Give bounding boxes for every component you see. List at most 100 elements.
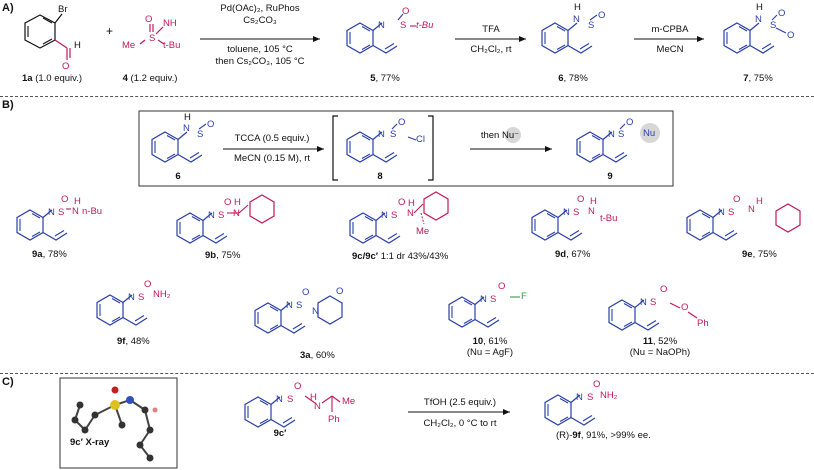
atom-o-8: O (398, 117, 406, 128)
conditions-2-line-1: TFA (482, 24, 500, 35)
conditions-c-line-2: CH₂Cl₂, 0 °C to rt (423, 418, 497, 429)
section-label-a: A) (2, 2, 14, 14)
atom-o-9a: O (61, 194, 69, 205)
compound-7-structure (723, 14, 787, 54)
atom-o-6b: O (207, 119, 215, 130)
compound-4-label: 4 (1.2 equiv.) (122, 73, 178, 84)
separator-bc (0, 373, 814, 374)
compound-9-label: 9 (607, 171, 613, 182)
compound-9-structure (576, 123, 660, 163)
atom-tbu-4: t-Bu (163, 40, 181, 51)
compound-9cp-label: 9c′ (273, 428, 287, 439)
atom-n-9c: N (381, 210, 388, 221)
atom-n-9f: N (128, 292, 135, 303)
atom-n2-9d: N (588, 206, 595, 217)
compound-6-structure (541, 14, 598, 54)
product-9a-structure (16, 208, 71, 241)
atom-o2-11: O (681, 302, 689, 313)
atom-h-9e: H (756, 196, 763, 207)
atom-o-4: O (145, 14, 153, 25)
atom-n-9d: N (563, 207, 570, 218)
atom-o-9b: O (224, 197, 232, 208)
atom-n-8: N (378, 129, 385, 140)
atom-h-6b: H (184, 112, 191, 123)
conditions-1-line-1: Pd(OAc)₂, RuPhos (220, 3, 300, 14)
atom-o-11: O (660, 284, 668, 295)
compound-9c-prime-structure (244, 395, 341, 428)
atom-nh-4: NH (163, 18, 177, 29)
atom-s-9c: S (391, 210, 398, 221)
atom-h: H (74, 40, 81, 51)
atom-n-6b: N (183, 123, 190, 134)
atom-h-9cp: H (310, 392, 317, 403)
conditions-1-line-2: Cs₂CO₃ (243, 15, 277, 26)
product-9f-label: 9f, 48% (117, 336, 150, 347)
atom-o-7a: O (778, 8, 786, 19)
product-11-structure (608, 299, 698, 331)
conditions-3-line-2: MeCN (656, 44, 684, 55)
then-nu-label: then Nu⁻ (480, 130, 520, 141)
substituent-nh2-9f-prod: NH₂ (600, 390, 618, 401)
atom-n2-9c: N (407, 208, 414, 219)
atom-h-9c: H (408, 198, 415, 209)
atom-o-9e: O (733, 194, 741, 205)
atom-n-10: N (480, 294, 487, 305)
atom-s-10: S (490, 294, 497, 305)
atom-f-10: F (521, 291, 527, 302)
nu-bubble-arrow (505, 127, 521, 143)
atom-h-9d: H (590, 196, 597, 207)
xray-caption: 9c′ X-ray (70, 437, 110, 448)
conditions-1-line-3: toluene, 105 °C (227, 44, 293, 55)
atom-n-7: N (755, 14, 762, 25)
atom-s-6b: S (197, 129, 204, 140)
product-9b-structure (176, 194, 275, 244)
atom-n-3a: N (286, 300, 293, 311)
atom-n2-9e: N (748, 204, 755, 215)
atom-o-9f: O (144, 279, 152, 290)
product-9d-label: 9d, 67% (555, 249, 591, 260)
product-10-note: (Nu = AgF) (466, 347, 514, 358)
atom-o-3a: O (302, 287, 310, 298)
atom-o-5: O (402, 6, 410, 17)
atom-o-9: O (626, 117, 634, 128)
atom-s-11: S (650, 297, 657, 308)
bracket-right (428, 115, 434, 181)
atom-o-6: O (598, 10, 606, 21)
atom-s-9f: S (138, 292, 145, 303)
atom-n-9e: N (718, 207, 725, 218)
substituent-ph-9cp: Ph (328, 414, 340, 425)
substituent-nh2-9f: NH₂ (153, 289, 171, 300)
compound-r-9f-label: (R)-9f, 91%, >99% ee. (556, 430, 651, 441)
atom-o-9f-prod: O (593, 379, 601, 390)
atom-s-9a: S (58, 207, 65, 218)
substituent-nbu-9a: n-Bu (82, 206, 103, 217)
section-label-b: B) (2, 99, 14, 111)
atom-o-9d: O (577, 194, 585, 205)
atom-h-6: H (574, 2, 581, 13)
atom-s-9d: S (573, 207, 580, 218)
compound-6-label: 6, 78% (558, 73, 588, 84)
conditions-c-line-1: TfOH (2.5 equiv.) (423, 397, 497, 408)
atom-s-9cp: S (287, 394, 294, 405)
conditions-b-line-1: TCCA (0.5 equiv.) (234, 133, 310, 144)
atom-s-6: S (588, 20, 595, 31)
atom-n-11: N (640, 297, 647, 308)
product-9c-label: 9c/9c′ 1:1 dr 43%/43% (352, 251, 449, 262)
compound-1a-label: 1a (1.0 equiv.) (21, 73, 83, 84)
substituent-ph-11: Ph (697, 318, 709, 329)
compound-4-structure (139, 24, 165, 45)
nu-placeholder: Nu (643, 128, 656, 139)
product-3a-structure (254, 295, 343, 334)
atom-n-6: N (573, 14, 580, 25)
conditions-b-line-2: MeCN (0.15 M), rt (233, 153, 311, 164)
product-11-note: (Nu = NaOPh) (629, 347, 691, 358)
atom-n-5: N (378, 20, 385, 31)
substituent-tbu-9d: t-Bu (600, 213, 618, 224)
atom-o-9c: O (398, 197, 406, 208)
atom-me-4: Me (122, 40, 136, 51)
compound-1a-structure (24, 13, 71, 60)
compound-5-structure (346, 13, 416, 54)
atom-n-9f-prod: N (576, 392, 583, 403)
atom-s-9f-prod: S (587, 392, 594, 403)
